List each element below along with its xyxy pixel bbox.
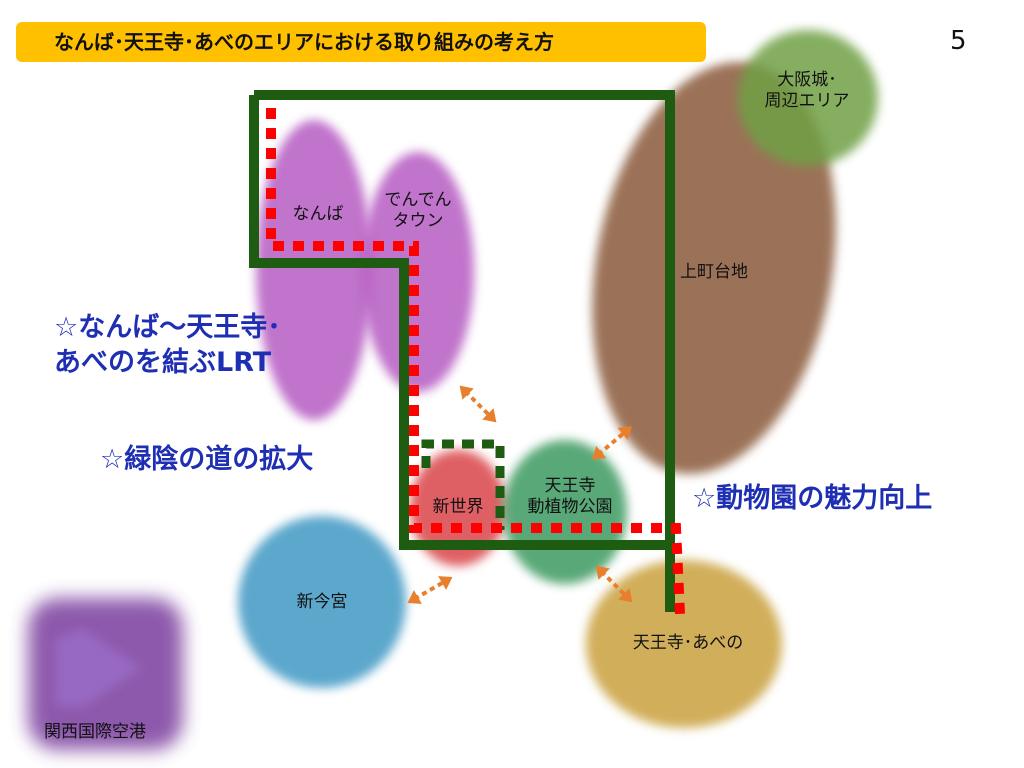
double-arrow-icon: [459, 385, 497, 423]
label-namba: なんば: [292, 204, 344, 224]
initiative-zoo-appeal: ☆動物園の魅力向上: [692, 483, 933, 514]
label-tennoji-park: 天王寺 動植物公園: [527, 476, 613, 518]
green-route-line: [249, 95, 670, 550]
label-shin-imamiya: 新今宮: [296, 592, 348, 612]
tennoji-abeno-area: [586, 560, 782, 728]
label-osaka-castle: 大阪城･ 周辺エリア: [764, 70, 850, 112]
namba-area: [256, 120, 372, 420]
label-uemachi-plateau: 上町台地: [680, 262, 748, 282]
green-route-line: [254, 90, 675, 612]
shade-road-dotted-line: [421, 439, 505, 530]
label-shinsekai: 新世界: [432, 497, 484, 517]
airport-arrow-icon: [55, 628, 142, 708]
double-arrow-icon: [595, 565, 633, 603]
initiative-green-road: ☆緑陰の道の拡大: [100, 444, 314, 475]
label-tennoji-abeno: 天王寺･あべの: [632, 633, 744, 653]
label-denden-town: でんでん タウン: [384, 190, 452, 232]
initiative-lrt: ☆なんば～天王寺･ あべのを結ぶLRT: [54, 312, 281, 379]
shin-imamiya-area: [238, 516, 406, 688]
lrt-dotted-route: [266, 108, 685, 615]
page-number: 5: [950, 26, 967, 56]
shinsekai-area: [410, 450, 506, 566]
uemachi-plateau-area: [592, 62, 836, 474]
label-kansai-airport: 関西国際空港: [44, 722, 146, 742]
osaka-castle-area: [738, 30, 878, 166]
page-title: なんば･天王寺･あべのエリアにおける取り組みの考え方: [16, 22, 706, 62]
double-arrow-icon: [592, 426, 632, 460]
double-arrow-icon: [407, 576, 453, 604]
